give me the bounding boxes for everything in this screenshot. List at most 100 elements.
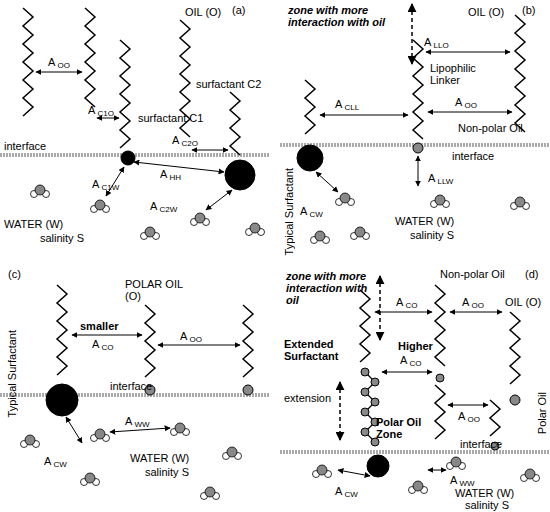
interaction-arrow: [338, 470, 370, 476]
text-label: salinity S: [40, 232, 84, 244]
interaction-arrow: [426, 52, 510, 53]
oxygen-atom: [435, 195, 445, 205]
oxygen-atom: [145, 227, 155, 237]
alkyl-chain: [230, 92, 240, 155]
interaction-arrow: [375, 312, 432, 313]
alkyl-chain: [360, 290, 370, 362]
text-label: interface: [4, 140, 46, 152]
oxygen-atom: [315, 231, 325, 241]
text-label: OIL (O): [468, 6, 504, 18]
interaction-arrow: [36, 72, 82, 73]
oxygen-atom: [195, 213, 205, 223]
text-label: salinity S: [465, 499, 509, 511]
interaction-label: A OO: [48, 56, 70, 72]
polar-bead: [436, 374, 444, 382]
oxygen-atom: [95, 200, 105, 210]
alkyl-chain: [435, 285, 445, 366]
interaction-arrow: [379, 276, 381, 340]
interaction-arrow: [428, 112, 512, 113]
polar-bead: [361, 408, 369, 416]
interaction-arrow: [448, 405, 488, 406]
surfactant-head: [121, 151, 135, 165]
alkyl-chain: [120, 40, 130, 148]
text-label: surfactant C2: [196, 78, 261, 90]
interaction-arrow: [66, 417, 82, 443]
interaction-label: A OO: [458, 410, 480, 426]
polar-bead: [361, 428, 369, 436]
oxygen-atom: [205, 487, 215, 497]
interaction-label: A LLO: [424, 36, 449, 52]
text-label: interface: [452, 150, 494, 162]
text-label: Typical Surfactant: [6, 330, 18, 417]
text-label: interface: [460, 438, 502, 450]
text-label: (d): [525, 268, 538, 280]
oxygen-atom: [515, 197, 525, 207]
alkyl-chain: [243, 305, 253, 377]
text-label: WATER (W): [395, 215, 454, 227]
interaction-label: A CO: [92, 338, 114, 354]
text-label: WATER (W): [130, 452, 189, 464]
interaction-label: A C1O: [88, 104, 114, 120]
text-label: (a): [232, 4, 245, 16]
text-label: Higher: [398, 340, 433, 352]
interaction-label: A CW: [300, 205, 323, 221]
interaction-arrow: [134, 162, 224, 172]
interaction-label: A WW: [125, 415, 150, 431]
polar-bead: [371, 398, 379, 406]
text-label: (c): [8, 268, 21, 280]
text-label: POLAR OIL (O): [125, 278, 185, 302]
polar-bead: [243, 385, 253, 395]
oxygen-atom: [250, 223, 260, 233]
oxygen-atom: [413, 481, 423, 491]
alkyl-chain: [305, 80, 315, 134]
alkyl-chain: [510, 312, 520, 384]
polar-bead: [371, 378, 379, 386]
oxygen-atom: [355, 227, 365, 237]
surfactant-head: [297, 145, 323, 171]
alkyl-chain: [490, 400, 500, 436]
oxygen-atom: [227, 447, 237, 457]
text-label: extension: [284, 392, 331, 404]
oxygen-atom: [85, 473, 95, 483]
text-label: Non-polar Oil: [440, 268, 505, 280]
interaction-label: A CW: [335, 485, 358, 501]
surfactant-head: [46, 384, 78, 416]
alkyl-chain: [85, 8, 95, 107]
text-label: smaller: [80, 320, 119, 332]
interaction-label: A CW: [44, 455, 67, 471]
interaction-arrow: [339, 382, 341, 440]
text-label: OIL (O): [505, 296, 541, 308]
interaction-arrow: [158, 345, 240, 346]
oxygen-atom: [175, 423, 185, 433]
alkyl-chain: [435, 385, 445, 439]
polar-bead: [361, 368, 369, 376]
text-label: interface: [110, 380, 152, 392]
surfactant-head: [367, 455, 389, 477]
alkyl-chain: [145, 305, 155, 377]
interaction-arrow: [428, 470, 446, 471]
polar-bead: [361, 388, 369, 396]
interaction-arrow: [382, 372, 432, 373]
text-label: OIL (O): [185, 6, 221, 18]
interaction-label: A OO: [180, 330, 202, 346]
interaction-arrow: [418, 156, 419, 186]
text-label: WATER (W): [4, 218, 63, 230]
interaction-arrow: [206, 190, 232, 210]
text-label: Polar Oil Zone: [376, 416, 428, 440]
interface-line: [280, 450, 550, 454]
text-label: surfactant C1: [138, 112, 203, 124]
interaction-label: A CLL: [335, 98, 359, 114]
interaction-arrow: [192, 150, 228, 151]
interaction-label: A HH: [160, 168, 181, 184]
interaction-label: A OO: [455, 96, 477, 112]
text-label: Lipophilic Linker: [430, 62, 492, 86]
oxygen-atom: [25, 435, 35, 445]
text-label: Polar Oil: [536, 392, 548, 434]
oxygen-atom: [451, 457, 461, 467]
alkyl-chain: [515, 15, 525, 132]
interaction-arrow: [320, 115, 408, 116]
text-label: (b): [522, 4, 535, 16]
oxygen-atom: [317, 465, 327, 475]
